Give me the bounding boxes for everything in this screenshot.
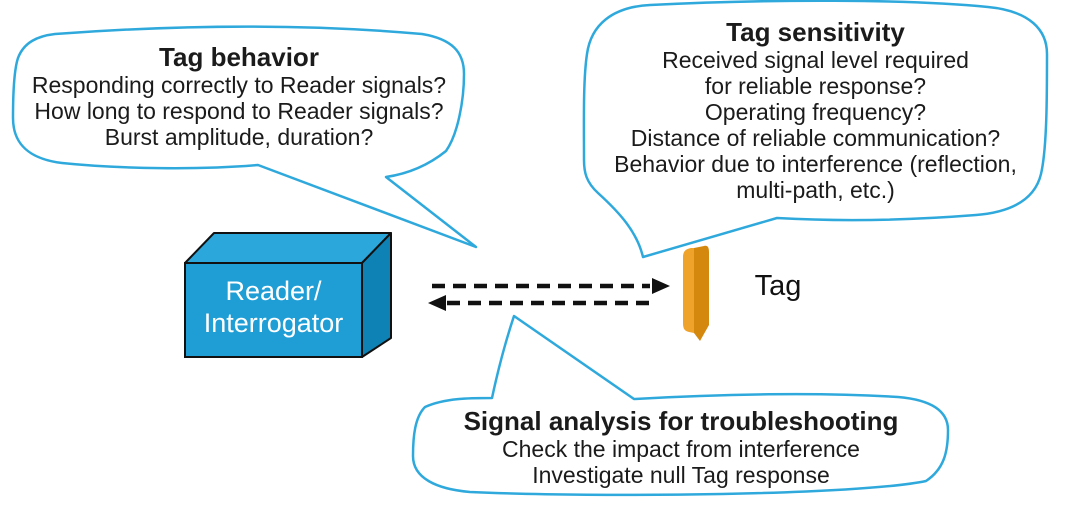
tag-sensitivity-line: Distance of reliable communication?	[630, 125, 1001, 151]
tag-behavior-line: How long to respond to Reader signals?	[34, 98, 444, 124]
tag-sensitivity-title: Tag sensitivity	[726, 17, 905, 47]
signal-analysis-title: Signal analysis for troubleshooting	[463, 406, 899, 436]
signal-analysis-bubble	[411, 314, 950, 497]
signal-analysis-line: Investigate null Tag response	[532, 462, 830, 488]
signal-arrow-right-head	[652, 278, 670, 294]
tag-behavior-callout: Tag behavior Responding correctly to Rea…	[13, 42, 465, 150]
tag-sensitivity-line: Operating frequency?	[704, 99, 927, 125]
tag-behavior-bubble	[11, 25, 478, 249]
tag-behavior-line: Burst amplitude, duration?	[104, 124, 374, 150]
tag-behavior-title: Tag behavior	[159, 42, 319, 72]
tag-slab-side-face	[694, 245, 709, 341]
signal-analysis-callout: Signal analysis for troubleshooting Chec…	[412, 406, 950, 488]
reader-label-line: Reader/	[225, 276, 322, 306]
tag-sensitivity-line: Received signal level required	[662, 47, 969, 73]
reader-label-line: Interrogator	[203, 308, 344, 338]
tag-sensitivity-callout: Tag sensitivity Received signal level re…	[583, 17, 1048, 203]
tag-sensitivity-line: for reliable response?	[704, 73, 927, 99]
tag-node-label: Tag	[754, 270, 802, 302]
reader-box-top-face	[184, 232, 392, 264]
tag-sensitivity-line: Behavior due to interference (reflection…	[614, 151, 1017, 177]
tag-slab-front-edge	[683, 248, 694, 333]
tag-sensitivity-line: multi-path, etc.)	[736, 177, 895, 203]
tag-sensitivity-bubble	[582, 0, 1049, 259]
tag-behavior-line: Responding correctly to Reader signals?	[31, 72, 447, 98]
signal-analysis-line: Check the impact from interference	[502, 436, 860, 462]
reader-box-front-face	[184, 262, 363, 358]
reader-node-label: Reader/ Interrogator	[185, 275, 362, 339]
signal-arrow-left-head	[428, 295, 446, 311]
